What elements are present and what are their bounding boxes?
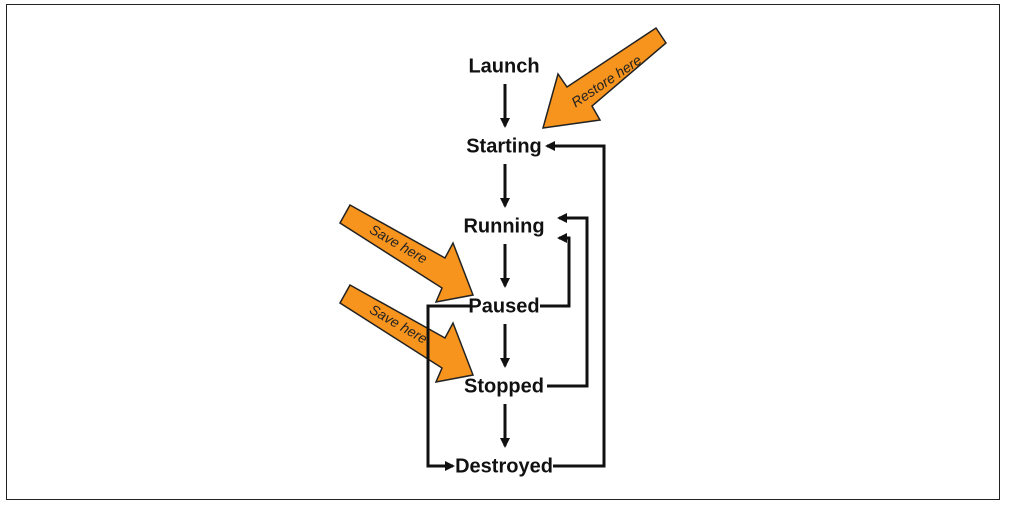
state-paused: Paused [468,295,539,317]
arrow-paused-to-running [540,233,571,308]
arrow-destroyed-to-starting [545,141,606,468]
state-destroyed: Destroyed [455,455,553,477]
arrow-paused-to-destroyed [426,304,470,471]
save-here-paused-callout: Save here [339,203,475,303]
arrow-stopped-to-running [547,213,589,388]
state-running: Running [463,215,544,237]
restore-here-callout: Restore here [541,26,667,129]
state-starting: Starting [466,135,542,157]
diagram-frame [6,4,1000,500]
state-launch: Launch [468,55,539,77]
save-here-stopped-callout: Save here [339,283,475,383]
state-stopped: Stopped [464,375,544,397]
